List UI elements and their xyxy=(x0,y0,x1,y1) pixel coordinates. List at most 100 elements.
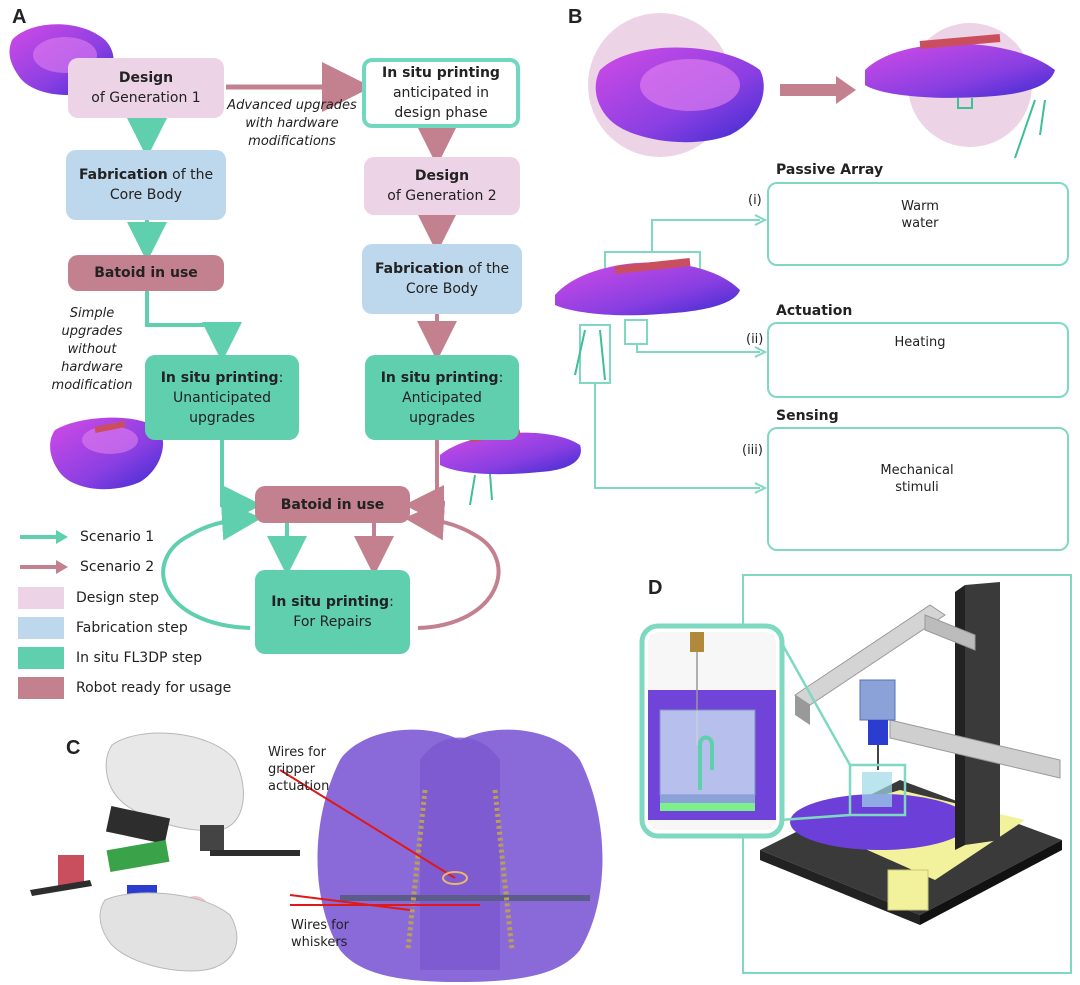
stimuli-line: stimuli xyxy=(895,480,939,495)
label-roman-i: (i) xyxy=(748,193,762,208)
note-simple-line3: without xyxy=(67,342,117,357)
wg-line1: Wires for xyxy=(268,745,327,760)
fab1-rest2: Core Body xyxy=(109,187,183,203)
legend-label-fabrication: Fabrication step xyxy=(76,620,188,636)
legend-arrow-rose-icon xyxy=(20,560,68,574)
label-wires-gripper: Wires for gripper actuation xyxy=(268,744,348,795)
legend-insitu-step: In situ FL3DP step xyxy=(18,647,202,669)
legend-arrow-teal-icon xyxy=(20,530,68,544)
box-design-gen1: Design of Generation 1 xyxy=(68,58,224,118)
design-gen1-bold: Design xyxy=(118,70,174,86)
ant-design-bold: In situ printing xyxy=(382,65,500,81)
legend-swatch-insitu xyxy=(18,647,64,669)
note-simple-line2: upgrades xyxy=(61,324,123,339)
design-gen1-rest: of Generation 1 xyxy=(91,90,201,106)
legend-design-step: Design step xyxy=(18,587,159,609)
note-simple-line5: modification xyxy=(51,378,133,393)
warm-line: Warm xyxy=(901,199,939,214)
shell-bottom xyxy=(99,892,238,972)
legend-swatch-fabrication xyxy=(18,617,64,639)
box-insitu-repairs: In situ printing: For Repairs xyxy=(255,570,410,654)
label-warm-water: Warm water xyxy=(890,198,950,232)
mechanical-line: Mechanical xyxy=(880,463,954,478)
box-insitu-unanticipated: In situ printing: Unanticipated upgrades xyxy=(145,355,299,440)
box-actuation xyxy=(767,322,1069,398)
column xyxy=(965,582,1000,845)
fab1-rest1: of the xyxy=(167,167,214,183)
loop-rose xyxy=(404,500,501,630)
panel-label-b: B xyxy=(568,6,583,28)
wg-line2: gripper xyxy=(268,762,316,777)
panel-label-a: A xyxy=(12,6,27,28)
legend-swatch-design xyxy=(18,587,64,609)
repairs-colon: : xyxy=(389,594,394,610)
robot-unanticipated xyxy=(50,417,164,490)
ant-design-l2: anticipated in xyxy=(392,85,490,101)
arm-horizontal xyxy=(889,719,1061,779)
ant-l2: Anticipated xyxy=(402,389,482,406)
loop-teal xyxy=(161,500,262,630)
legend-label-scenario-1: Scenario 1 xyxy=(80,529,155,545)
box-fab-core-1: Fabrication of the Core Body xyxy=(66,150,226,220)
b-robot-left xyxy=(595,47,764,143)
note-simple-line1: Simple xyxy=(69,306,115,321)
box-batoid-in-use-1: Batoid in use xyxy=(68,255,224,291)
heading-actuation: Actuation xyxy=(776,303,853,319)
label-mechanical-stimuli: Mechanical stimuli xyxy=(872,462,962,496)
fab2-bold: Fabrication xyxy=(374,261,464,277)
ww-line1: Wires for xyxy=(291,918,350,933)
unant-bold: In situ printing xyxy=(160,369,279,386)
inset-vat xyxy=(659,709,756,796)
panel-label-c: C xyxy=(66,737,81,759)
batoid1-label: Batoid in use xyxy=(94,265,198,281)
box-fab-core-2: Fabrication of the Core Body xyxy=(362,244,522,314)
unant-l3: upgrades xyxy=(189,409,255,426)
wg-line3: actuation xyxy=(268,779,330,794)
design-gen2-bold: Design xyxy=(414,168,470,184)
panel-label-d: D xyxy=(648,577,663,599)
purple-disk xyxy=(790,794,970,850)
repairs-l2: For Repairs xyxy=(293,614,372,630)
box-insitu-anticipated-design: In situ printing anticipated in design p… xyxy=(362,58,520,128)
note-adv-line2: with hardware xyxy=(245,116,339,131)
battery xyxy=(105,806,171,844)
label-wires-whiskers: Wires for whiskers xyxy=(291,917,371,951)
note-advanced-upgrades: Advanced upgrades with hardware modifica… xyxy=(222,97,362,151)
ant-design-l3: design phase xyxy=(394,105,488,121)
b-arrow-head xyxy=(836,76,856,104)
box-sensing xyxy=(767,427,1069,551)
legend-swatch-ready xyxy=(18,677,64,699)
label-roman-ii: (ii) xyxy=(746,332,764,347)
ant-colon: : xyxy=(498,369,504,386)
box-design-gen2: Design of Generation 2 xyxy=(364,157,520,215)
legend-label-scenario-2: Scenario 2 xyxy=(80,559,155,575)
ant-bold: In situ printing xyxy=(380,369,499,386)
printhead xyxy=(859,679,896,721)
ww-line2: whiskers xyxy=(291,935,348,950)
note-simple-upgrades: Simple upgrades without hardware modific… xyxy=(44,305,140,395)
legend-label-ready: Robot ready for usage xyxy=(76,680,232,696)
label-heating: Heating xyxy=(894,335,946,350)
pcb-main xyxy=(106,839,170,873)
legend-fabrication-step: Fabrication step xyxy=(18,617,188,639)
arrow-use1-to-unanticipated xyxy=(145,290,242,362)
ant-l3: upgrades xyxy=(409,409,475,426)
fab1-bold: Fabrication xyxy=(78,167,168,183)
fab2-rest2: Core Body xyxy=(405,281,479,297)
label-roman-iii: (iii) xyxy=(742,443,763,458)
note-simple-line4: hardware xyxy=(61,360,123,375)
unant-colon: : xyxy=(278,369,284,386)
note-adv-line3: modifications xyxy=(248,134,336,149)
box-batoid-in-use-2: Batoid in use xyxy=(255,486,410,523)
box-passive-array xyxy=(767,182,1069,266)
legend-robot-ready: Robot ready for usage xyxy=(18,677,231,699)
servo-right xyxy=(200,825,224,851)
legend-label-insitu: In situ FL3DP step xyxy=(76,650,203,666)
fab2-rest1: of the xyxy=(463,261,510,277)
servo-left xyxy=(58,855,84,887)
water-line: water xyxy=(901,216,939,231)
repairs-bold: In situ printing xyxy=(271,594,390,610)
unant-l2: Unanticipated xyxy=(173,389,271,406)
